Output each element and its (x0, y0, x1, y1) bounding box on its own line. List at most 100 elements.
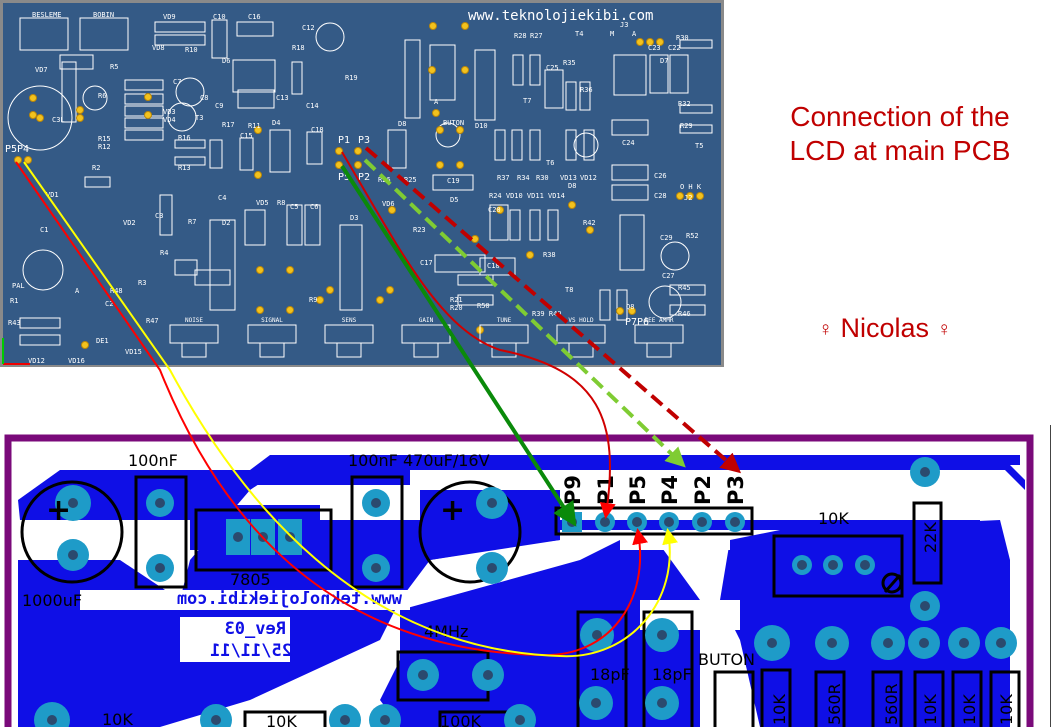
solder-pad (24, 156, 32, 164)
component-label: R13 (178, 164, 191, 172)
component-label: C4 (218, 194, 226, 202)
component-label: R34 (517, 174, 530, 182)
component-outline (611, 184, 649, 201)
component-label: R16 (178, 134, 191, 142)
solder-pad (429, 22, 437, 30)
pad-hole (632, 517, 642, 527)
component-label: C3L (52, 116, 65, 124)
component-outline (154, 21, 206, 33)
component-outline (679, 39, 713, 49)
component-label: VD3 (163, 108, 176, 116)
capacitor-outline (660, 241, 690, 271)
pad-hole (828, 560, 838, 570)
component-outline (174, 139, 206, 149)
component-outline (124, 117, 164, 129)
diagram-title: Connection of the LCD at main PCB (789, 101, 1011, 166)
component-label: R38 (543, 251, 556, 259)
component-outline (479, 257, 516, 276)
pad-hole (233, 532, 243, 542)
component-label: C17 (420, 259, 433, 267)
component-label: R43 (8, 319, 21, 327)
capacitor-outline (648, 285, 682, 319)
component-label: C8 (200, 94, 208, 102)
component-label: BUTON (698, 650, 755, 669)
component-label: C1 (40, 226, 48, 234)
component-label: 10K (266, 712, 297, 727)
header-pin-label: P5 (626, 475, 650, 505)
solder-pad (29, 111, 37, 119)
component-label: D7 (660, 57, 668, 65)
header-pin-label: P4 (658, 475, 682, 505)
component-label: R21 (450, 296, 463, 304)
pad-hole (380, 715, 390, 725)
component-outline (19, 317, 61, 329)
component-label: BUTON (443, 119, 464, 127)
pad-hole (68, 550, 78, 560)
component-label: D2 (222, 219, 230, 227)
component-outline (291, 61, 303, 95)
trimmer-screw-icon (881, 572, 903, 594)
component-label: T4 (575, 30, 583, 38)
component-outline (84, 176, 111, 188)
component-outline (304, 204, 321, 246)
pad-hole (487, 498, 497, 508)
component-label: C15 (240, 132, 253, 140)
component-outline (237, 89, 275, 109)
component-label: 10K (960, 694, 979, 725)
component-outline (565, 129, 577, 161)
component-outline (19, 17, 69, 51)
component-outline (611, 119, 649, 136)
pad (34, 702, 70, 727)
component-label: R17 (222, 121, 235, 129)
component-label: R52 (686, 232, 699, 240)
solder-pad (76, 114, 84, 122)
solder-pad (335, 147, 343, 155)
solder-pad (586, 226, 594, 234)
component-label: 10K (997, 694, 1016, 725)
component-label: R48 (110, 287, 123, 295)
component-label: R11 (248, 122, 261, 130)
solder-pad (526, 251, 534, 259)
pad-hole (600, 517, 610, 527)
solder-pad (388, 206, 396, 214)
female-symbol-icon: ♀ (818, 318, 833, 341)
component-label: C9 (215, 102, 223, 110)
component-outline (616, 289, 628, 321)
solder-pad (29, 94, 37, 102)
component-label: 7805 (230, 570, 271, 589)
component-label: R30 (536, 174, 549, 182)
component-label: D10 (475, 122, 488, 130)
pad-hole (827, 638, 837, 648)
component-label: C27 (662, 272, 675, 280)
pad-hole (664, 517, 674, 527)
potentiometer-knob (646, 342, 672, 358)
component-outline (174, 259, 198, 276)
component-label: R30 (676, 34, 689, 42)
component-label: VD9 (163, 13, 176, 21)
component-label: J2 (684, 194, 692, 202)
component-label: PAL (12, 282, 25, 290)
pad-hole (371, 498, 381, 508)
pad-hole (860, 560, 870, 570)
component-outline (209, 219, 236, 311)
component-outline (613, 54, 647, 96)
solder-pad (354, 161, 362, 169)
potentiometer-knob (336, 342, 362, 358)
component-outline (154, 34, 206, 46)
solder-pad (616, 307, 624, 315)
header-pin-label: P3 (724, 475, 748, 505)
pad-hole (920, 601, 930, 611)
component-label: P7P6 (625, 317, 649, 328)
solder-pad (254, 126, 262, 134)
solder-pad (254, 171, 262, 179)
component-outline (669, 54, 689, 94)
component-label: R7 (188, 218, 196, 226)
component-label: R18 (292, 44, 305, 52)
capacitor-outline (7, 85, 73, 151)
component-outline (544, 69, 564, 109)
component-label: C29 (660, 234, 673, 242)
component-label: DE1 (96, 337, 109, 345)
component-label: VD13 (560, 174, 577, 182)
component-label: R25 (404, 176, 417, 184)
